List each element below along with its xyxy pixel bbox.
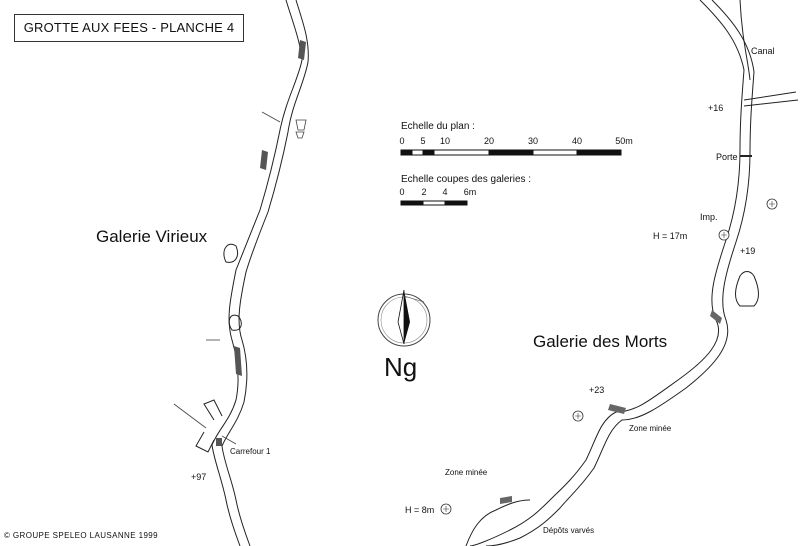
- gallery-label-virieux: Galerie Virieux: [96, 227, 208, 246]
- label-plus97: +97: [191, 472, 207, 482]
- morts-markers: [440, 198, 778, 515]
- plan-scale-title: Echelle du plan :: [401, 121, 475, 132]
- plan-scale-tick: 5: [420, 136, 426, 146]
- label-h17: H = 17m: [653, 231, 688, 241]
- plan-scale-tick: 40: [571, 136, 583, 146]
- gallery-label-morts: Galerie des Morts: [533, 332, 668, 351]
- plan-scale-tick: 0: [399, 136, 405, 146]
- label-plus23: +23: [589, 385, 605, 395]
- section-scale-bar: [400, 200, 468, 206]
- label-imp: Imp.: [700, 212, 718, 222]
- label-h8: H = 8m: [405, 505, 435, 515]
- morts-marker-cross: [443, 201, 775, 512]
- virieux-shading: [216, 40, 306, 446]
- north-label: Ng: [384, 352, 418, 382]
- sheet-title: GROTTE AUX FEES - PLANCHE 4: [14, 14, 244, 42]
- label-zone-minee-1: Zone minée: [629, 424, 672, 433]
- virieux-details: [173, 111, 307, 445]
- copyright-credit: © GROUPE SPELEO LAUSANNE 1999: [4, 531, 158, 540]
- north-arrow-icon: [377, 289, 431, 347]
- label-porte: Porte: [716, 152, 738, 162]
- section-scale-title: Echelle coupes des galeries :: [401, 174, 532, 185]
- section-scale-tick: 2: [421, 187, 427, 197]
- section-scale-tick: 0: [399, 187, 405, 197]
- plan-scale-tick: 20: [483, 136, 495, 146]
- label-depots: Dépôts varvés: [543, 526, 595, 535]
- section-scale-tick: 6m: [463, 187, 477, 197]
- label-carrefour: Carrefour 1: [230, 447, 271, 456]
- label-plus16: +16: [708, 103, 724, 113]
- section-scale-tick: 4: [442, 187, 448, 197]
- label-canal: Canal: [751, 46, 775, 56]
- morts-shading: [500, 310, 722, 504]
- label-zone-minee-2: Zone minée: [445, 468, 488, 477]
- galerie-virieux-passage: [195, 0, 309, 546]
- plan-scale-bar: [400, 149, 622, 156]
- galerie-des-morts-passage: [465, 0, 799, 546]
- plan-scale-tick: 30: [527, 136, 539, 146]
- plan-scale-tick: 50m: [615, 136, 633, 146]
- plan-scale-tick: 10: [439, 136, 451, 146]
- label-plus19: +19: [740, 246, 756, 256]
